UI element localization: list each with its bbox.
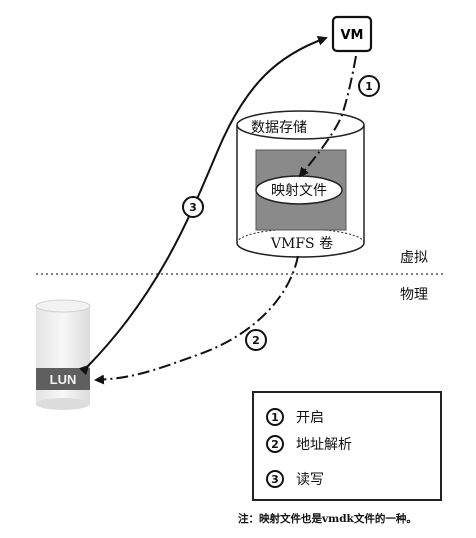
arrow-read-write bbox=[78, 35, 328, 376]
arrow-address-resolution bbox=[94, 255, 299, 385]
physical-region-label: 物理 bbox=[400, 287, 428, 303]
vmfs-volume-label: VMFS 卷 bbox=[270, 236, 333, 252]
legend-row-open: 1 开启 bbox=[266, 406, 324, 428]
step-badge-1-number: 1 bbox=[365, 80, 373, 93]
legend: 1 开启 2 地址解析 3 读写 bbox=[252, 391, 442, 501]
legend-label-read-write: 读写 bbox=[296, 472, 324, 488]
step-badge-3-number: 3 bbox=[189, 201, 197, 214]
lun-cylinder: LUN bbox=[35, 299, 91, 410]
footnote: 注：映射文件也是vmdk文件的一种。 bbox=[238, 513, 417, 525]
datastore-label: 数据存储 bbox=[251, 120, 307, 136]
legend-label-address-resolution: 地址解析 bbox=[296, 437, 352, 453]
virtual-region-label: 虚拟 bbox=[400, 250, 428, 266]
step-badge-2: 2 bbox=[245, 329, 267, 351]
legend-label-open: 开启 bbox=[296, 410, 324, 426]
step-badge-3: 3 bbox=[182, 196, 204, 218]
legend-number-3: 3 bbox=[266, 470, 284, 488]
lun-label: LUN bbox=[50, 372, 77, 387]
legend-row-read-write: 3 读写 bbox=[266, 468, 324, 490]
mapping-file-label: 映射文件 bbox=[271, 183, 327, 199]
vm-box[interactable]: VM bbox=[331, 15, 373, 53]
step-badge-2-number: 2 bbox=[252, 334, 260, 347]
legend-number-2: 2 bbox=[266, 435, 284, 453]
legend-row-address-resolution: 2 地址解析 bbox=[266, 433, 352, 455]
legend-number-1: 1 bbox=[266, 408, 284, 426]
step-badge-1: 1 bbox=[358, 75, 380, 97]
vm-label: VM bbox=[341, 28, 364, 43]
